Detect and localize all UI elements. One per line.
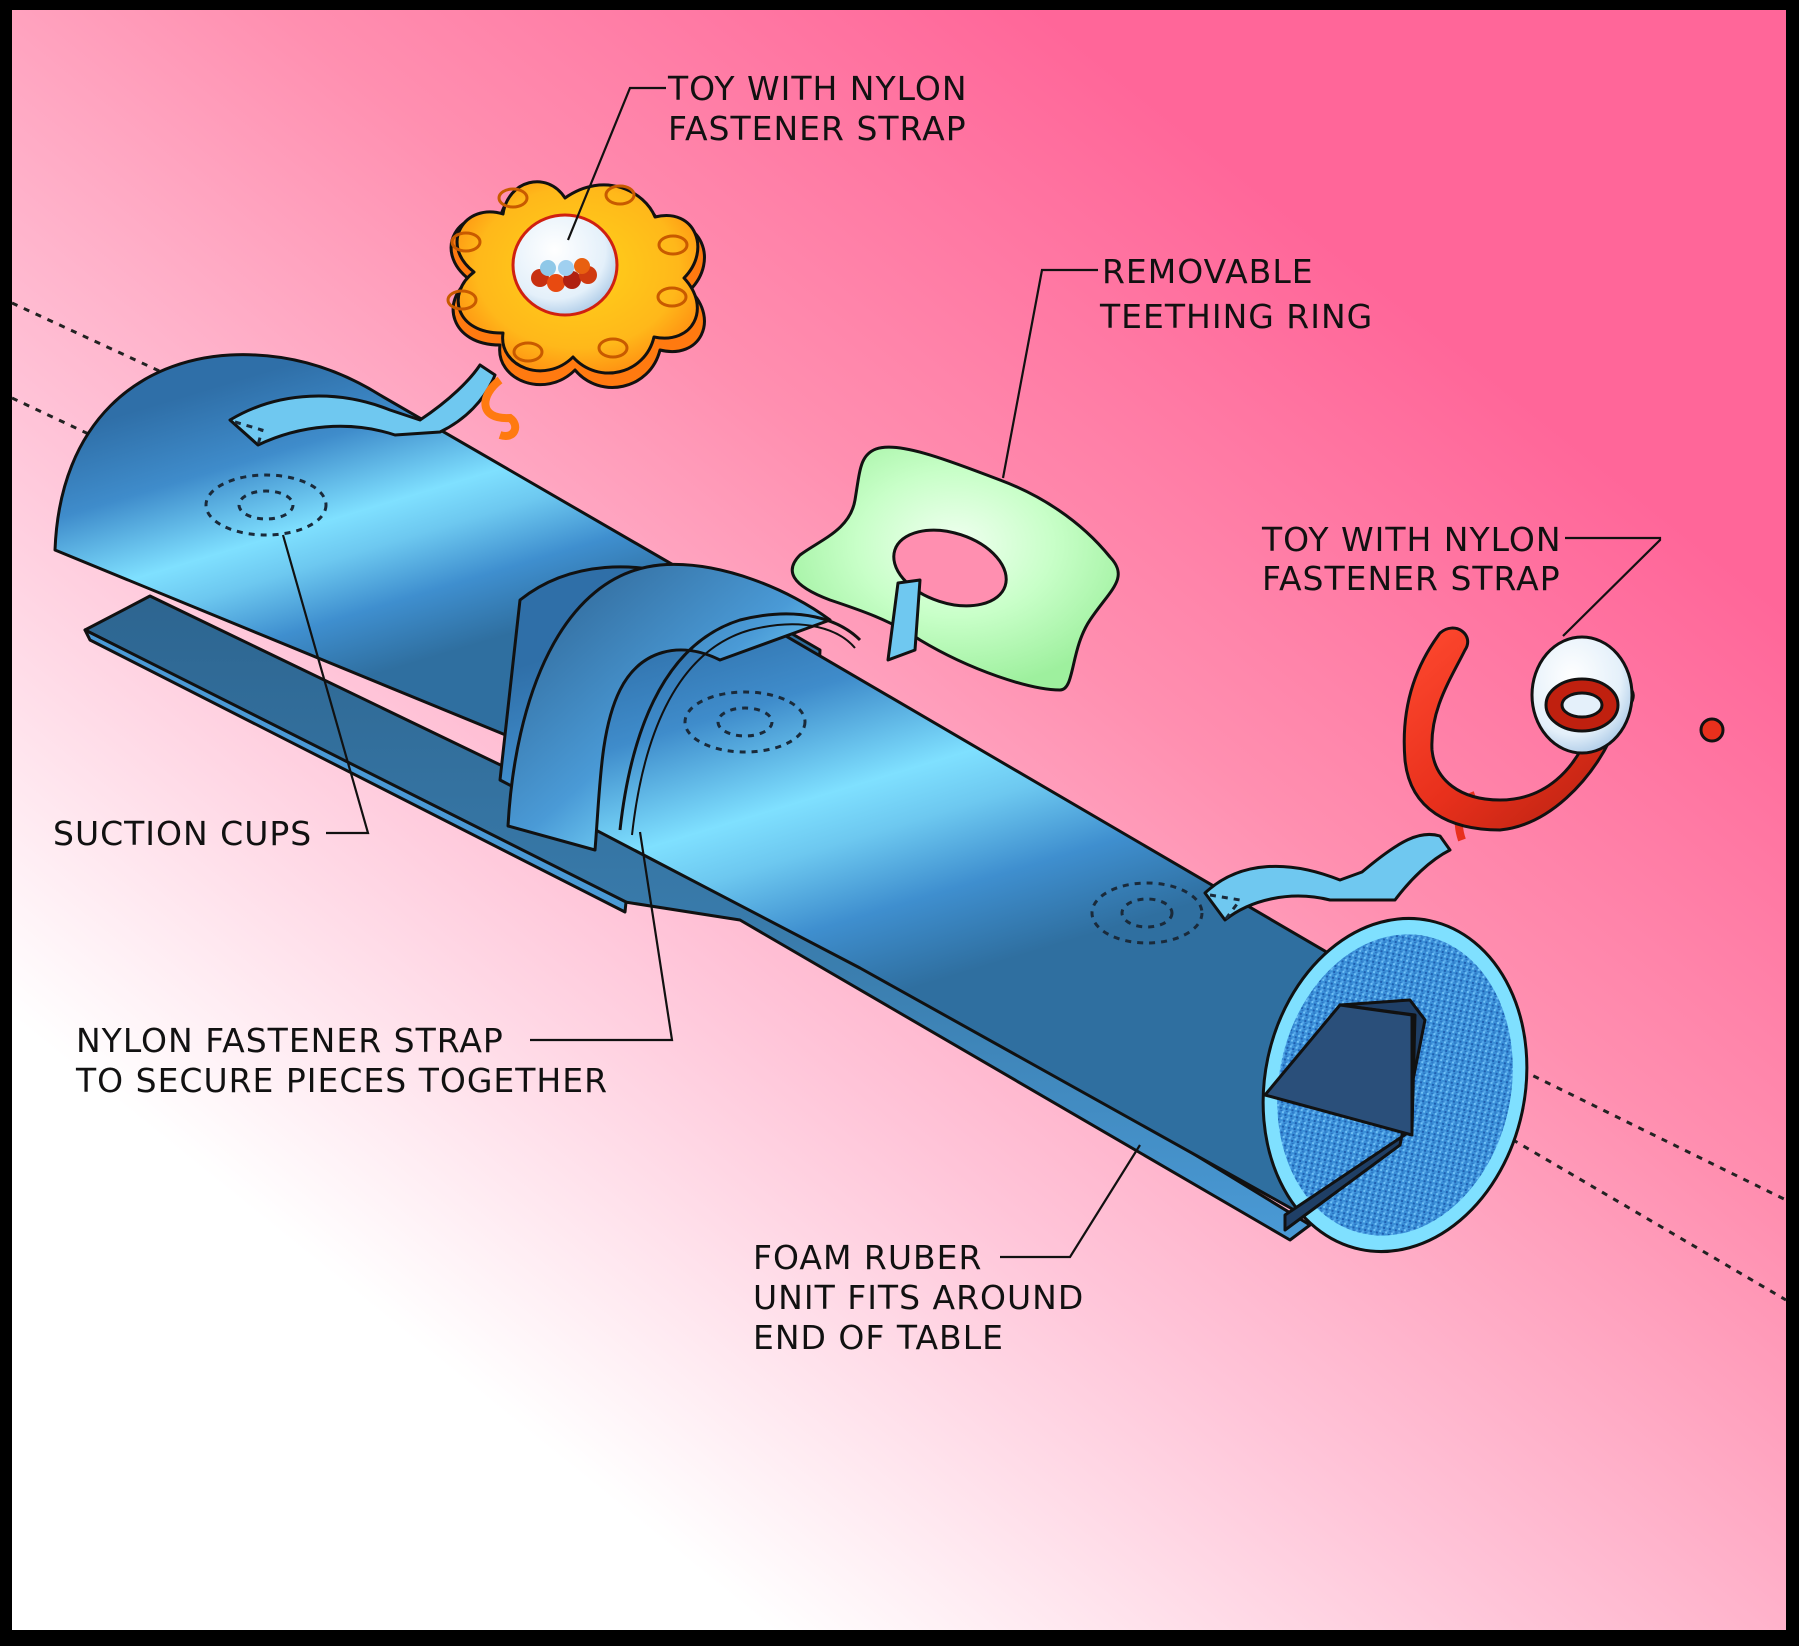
rattle-beads	[531, 258, 597, 292]
leader-foam-unit	[1000, 1144, 1141, 1259]
leader-nylon-strap	[530, 831, 674, 1042]
label-teething-ring: REMOVABLE TEETHING RING	[1099, 252, 1373, 336]
label-suction-cups-line1: SUCTION CUPS	[53, 814, 312, 853]
label-toy-right-line1: TOY WITH NYLON	[1261, 520, 1562, 559]
label-nylon-strap-line2: TO SECURE PIECES TOGETHER	[75, 1061, 608, 1100]
label-toy-top-line2: FASTENER STRAP	[668, 109, 967, 148]
leader-teething-ring	[1001, 268, 1098, 479]
tube-segment-middle-band	[506, 562, 862, 852]
label-toy-right-line2: FASTENER STRAP	[1262, 559, 1561, 598]
strap-right	[1203, 832, 1452, 922]
tube-end-foam-face	[1261, 916, 1529, 1254]
label-teething-ring-line2: TEETHING RING	[1099, 297, 1373, 336]
label-nylon-strap-line1: NYLON FASTENER STRAP	[76, 1021, 504, 1060]
label-foam-unit: FOAM RUBER UNIT FITS AROUND END OF TABLE	[753, 1238, 1084, 1357]
table-edge-line-bottom-left	[11, 396, 96, 439]
label-toy-top-line1: TOY WITH NYLON	[667, 69, 968, 108]
label-foam-unit-line1: FOAM RUBER	[753, 1238, 982, 1277]
suction-cup-left	[204, 473, 328, 537]
leader-toy-top	[566, 86, 666, 241]
table-edge-line-top-left	[11, 301, 169, 377]
leader-suction-cups	[281, 534, 370, 835]
strap-left	[228, 363, 497, 447]
label-nylon-strap: NYLON FASTENER STRAP TO SECURE PIECES TO…	[75, 1021, 608, 1100]
label-teething-ring-line1: REMOVABLE	[1102, 252, 1314, 291]
flower-rattle-toy	[446, 180, 706, 440]
leader-toy-right	[1562, 536, 1662, 637]
ring-rattle-toy	[1402, 626, 1725, 842]
label-foam-unit-line3: END OF TABLE	[753, 1318, 1004, 1357]
label-toy-top: TOY WITH NYLON FASTENER STRAP	[667, 69, 968, 148]
suction-cup-middle	[683, 690, 807, 754]
teething-ring	[790, 445, 1120, 692]
label-suction-cups: SUCTION CUPS	[53, 814, 312, 853]
label-toy-right: TOY WITH NYLON FASTENER STRAP	[1261, 520, 1562, 598]
label-foam-unit-line2: UNIT FITS AROUND	[753, 1278, 1084, 1317]
suction-cup-right	[1090, 881, 1204, 945]
